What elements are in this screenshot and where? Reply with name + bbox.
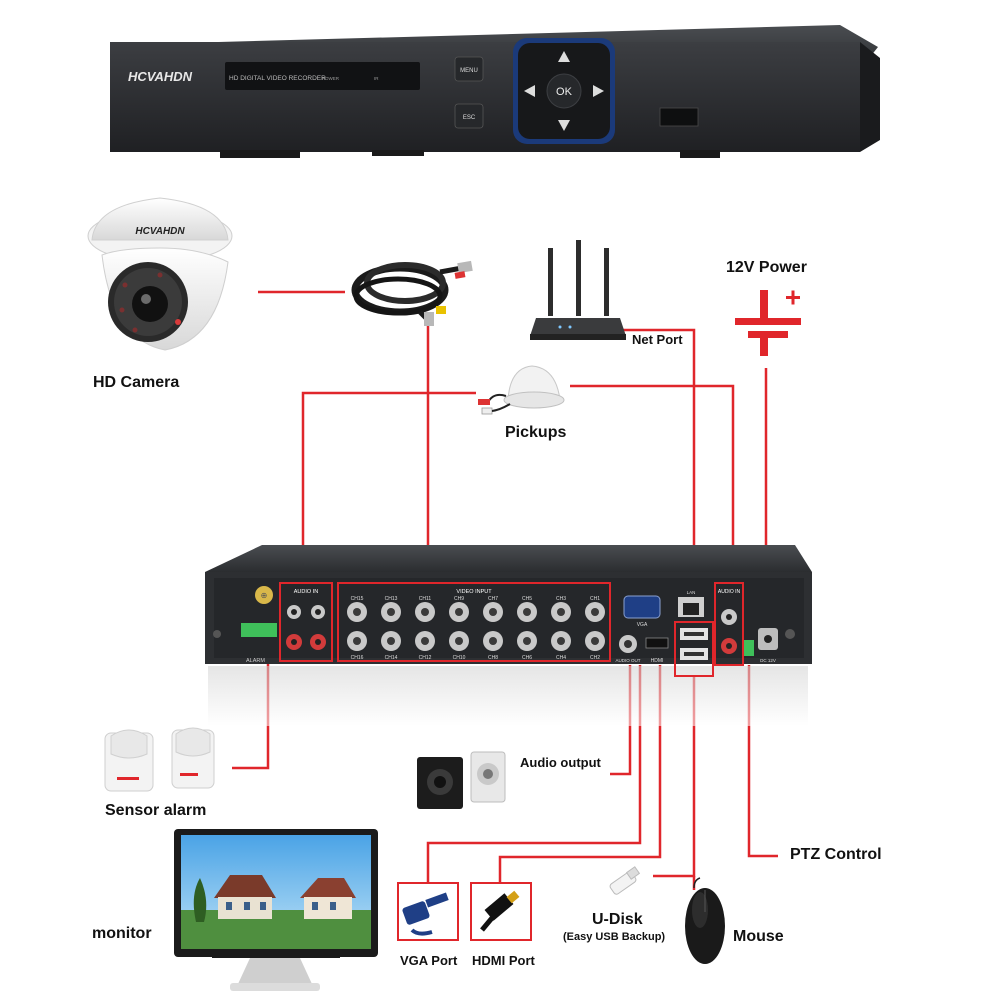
camera-brand: HCVAHDN <box>135 226 185 237</box>
monitor-label: monitor <box>92 925 152 942</box>
dvr-reflection <box>208 666 808 726</box>
channel-label: CH8 <box>488 655 498 661</box>
hd-camera-label: HD Camera <box>93 374 180 391</box>
bnc-port-grid <box>347 602 605 651</box>
channel-label: CH10 <box>453 655 466 661</box>
dome-camera-icon: HCVAHDN <box>87 197 233 351</box>
wire-hdmi-port <box>498 665 662 882</box>
channel-label: CH9 <box>454 596 464 602</box>
rear-screw <box>213 630 221 638</box>
dvr-foot-left <box>220 150 300 158</box>
hdmi-connector-icon <box>470 882 532 941</box>
audio-in-left-label: AUDIO IN <box>294 589 318 595</box>
nav-down-arrow-icon[interactable] <box>558 120 570 131</box>
video-input-label: VIDEO INPUT <box>456 589 492 595</box>
channel-label: CH13 <box>385 596 398 602</box>
u-disk-label: U-Disk <box>592 911 643 928</box>
dvr-front-unit: HCVAHDN HD DIGITAL VIDEO RECORDER POWER … <box>110 25 880 158</box>
power-label: 12V Power <box>726 259 807 276</box>
channel-label: CH1 <box>590 596 600 602</box>
ok-button[interactable] <box>546 73 582 109</box>
menu-button[interactable] <box>454 56 484 82</box>
wire-pickup-audio-left <box>301 391 476 590</box>
channel-label: CH2 <box>590 655 600 661</box>
rear-screw <box>785 629 795 639</box>
vga-port-rear <box>623 595 661 619</box>
nav-up-arrow-icon[interactable] <box>558 51 570 62</box>
usb-group <box>674 621 714 677</box>
wire-vga-port <box>426 665 642 882</box>
vga-connector-icon <box>397 882 459 941</box>
channel-label: CH5 <box>522 596 532 602</box>
pickup-microphone-icon <box>478 365 565 415</box>
channel-label: CH16 <box>351 655 364 661</box>
dvr-foot-right <box>680 150 720 158</box>
video-input-group <box>337 582 611 662</box>
net-port-label: Net Port <box>632 332 683 347</box>
nav-right-arrow-icon[interactable] <box>593 85 604 97</box>
wire-ptz-control <box>747 665 778 858</box>
router-icon <box>530 240 626 340</box>
channel-label: CH6 <box>522 655 532 661</box>
esc-button-label: ESC <box>463 115 476 121</box>
ok-button-label: OK <box>556 86 573 98</box>
hdmi-port-label: HDMI Port <box>472 953 535 968</box>
channel-label: CH7 <box>488 596 498 602</box>
nav-left-arrow-icon[interactable] <box>524 85 535 97</box>
usb-slot-front <box>659 107 699 127</box>
audio-out-label: AUDIO OUT <box>615 658 640 663</box>
hdmi-port-rear <box>645 637 669 649</box>
channel-label: CH15 <box>351 596 364 602</box>
audio-in-right-label: AUDIO IN <box>718 589 741 595</box>
u-disk-sublabel: (Easy USB Backup) <box>563 931 666 943</box>
channel-label: CH11 <box>419 596 432 602</box>
speakers-icon <box>417 751 506 809</box>
menu-button-label: MENU <box>460 68 478 74</box>
dvr-rear-unit: ⊕ ALARM AUDIO IN VIDEO INPUT <box>205 545 812 726</box>
usb-disk-icon <box>609 866 641 895</box>
vga-port-label: VGA Port <box>400 953 458 968</box>
power-indicator-label: POWER <box>322 76 340 81</box>
hdmi-rear-label: HDMI <box>651 658 664 664</box>
ptz-terminal <box>744 640 754 656</box>
dc-power-symbol-icon <box>735 290 801 356</box>
pir-sensor-icon <box>104 727 215 792</box>
dvr-foot-mid <box>372 150 424 156</box>
mouse-icon <box>685 877 725 964</box>
ptz-control-label: PTZ Control <box>790 846 882 863</box>
alarm-port-label: ALARM <box>246 658 265 664</box>
sensor-alarm-label: Sensor alarm <box>105 802 207 819</box>
mouse-label: Mouse <box>733 928 784 945</box>
esc-button[interactable] <box>454 103 484 129</box>
hdmi-port-box <box>470 882 532 941</box>
dc-label: DC 12V <box>760 658 776 663</box>
audio-in-left-group <box>279 582 333 662</box>
wire-pickup-audio-right <box>570 384 735 583</box>
svg-text:⊕: ⊕ <box>261 591 268 600</box>
ground-screw <box>255 586 273 604</box>
channel-label: CH3 <box>556 596 566 602</box>
alarm-terminal <box>241 623 277 637</box>
ir-indicator-label: IR <box>374 76 379 81</box>
display-window <box>225 62 420 90</box>
dvr-brand: HCVAHDN <box>128 69 193 84</box>
channel-label: CH4 <box>556 655 566 661</box>
audio-output-label: Audio output <box>520 755 601 770</box>
channel-label: CH14 <box>385 655 398 661</box>
lan-label: LAN <box>687 590 696 595</box>
audio-in-right-group <box>714 582 744 666</box>
pickups-label: Pickups <box>505 424 567 441</box>
coax-cable-icon <box>351 260 473 326</box>
vga-rear-label: VGA <box>637 622 648 628</box>
dvr-model-text: HD DIGITAL VIDEO RECORDER <box>229 75 326 82</box>
channel-label: CH12 <box>419 655 432 661</box>
monitor-icon <box>174 829 378 991</box>
